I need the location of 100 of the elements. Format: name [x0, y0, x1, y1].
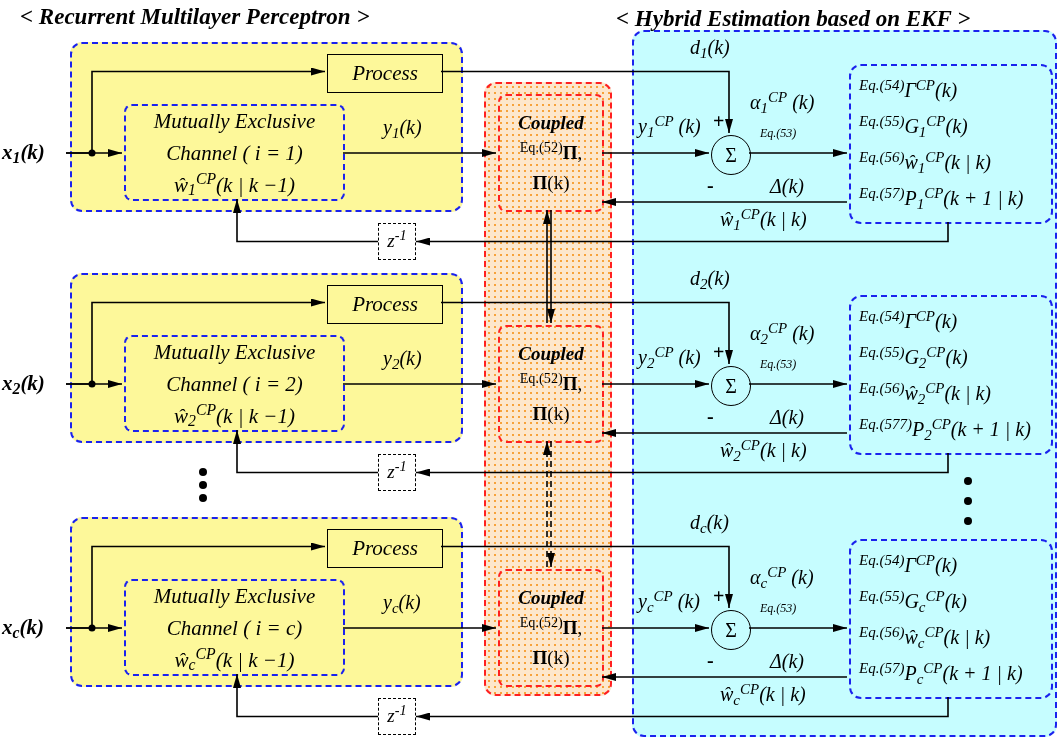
edge-label: y$_{1}$$^{CP}$ (k): [638, 116, 701, 136]
process-box: [327, 529, 443, 568]
arrow: [543, 209, 555, 324]
coupling-formula: Π(k): [532, 646, 570, 670]
channel-box: [124, 335, 345, 432]
ekf-equations-box: [849, 539, 1053, 699]
delay-box: [378, 698, 416, 735]
delay-label: z$^{-1}$: [387, 702, 407, 729]
arrow: [748, 624, 848, 632]
edge-label: d$_{2}$(k): [690, 268, 730, 288]
minus-sign: -: [707, 175, 714, 195]
weight-estimate: ŵ$_{c}$$^{CP}$(k | k −1): [174, 643, 295, 676]
plus-sign: +: [713, 586, 725, 606]
arrow: [601, 429, 848, 437]
coupled-title: Coupled: [518, 111, 584, 135]
arrow: [601, 380, 710, 388]
arrow: [233, 198, 379, 243]
equation: $^{Eq.(54)}$Γ$^{CP}$(k): [859, 75, 959, 104]
equation: $^{Eq.(54)}$Γ$^{CP}$(k): [859, 306, 959, 335]
arrow: [342, 624, 497, 632]
coupling-box: [498, 325, 604, 443]
group-panel: [70, 273, 463, 443]
summing-junction: [711, 135, 751, 175]
plus-sign: +: [713, 111, 725, 131]
coupling-box: [498, 94, 604, 212]
arrow: [65, 542, 326, 629]
arrow: [601, 198, 848, 206]
arrow: [65, 67, 326, 154]
edge-label: Δ(k): [770, 651, 804, 671]
arrow: [440, 70, 733, 134]
arrow: [415, 221, 949, 246]
equation: $^{Eq.(54)}$Γ$^{CP}$(k): [859, 550, 959, 579]
arrow: [748, 149, 848, 157]
edge-label: Δ(k): [770, 407, 804, 427]
edge-label: α$_{1}$$^{CP}$ (k): [750, 92, 815, 112]
equation: $^{Eq.(56)}$ŵ$_{2}$$^{CP}$(k | k): [859, 378, 992, 409]
delay-label: z$^{-1}$: [387, 227, 407, 254]
minus-sign: -: [707, 650, 714, 670]
process-label: Process: [352, 534, 418, 562]
arrow: [415, 452, 949, 477]
arrow: [748, 380, 848, 388]
edge-label: y$_{2}$(k): [383, 348, 422, 368]
equation: $^{Eq.(57)}$P$_{1}$$^{CP}$(k + 1 | k): [859, 183, 1025, 214]
arrow: [233, 673, 379, 718]
delay-box: [378, 223, 416, 260]
arrow: [342, 149, 497, 157]
delay-label: z$^{-1}$: [387, 458, 407, 485]
edge-label: ŵ$_{1}$$^{CP}$(k | k): [720, 209, 807, 229]
equation: $^{Eq.(55)}$G$_{1}$$^{CP}$(k): [859, 111, 969, 142]
process-label: Process: [352, 290, 418, 318]
coupling-formula: $^{Eq.(52)}$Π,: [519, 613, 583, 640]
section-heading: < Recurrent Multilayer Perceptron >: [20, 3, 370, 31]
arrow: [342, 380, 497, 388]
arrow: [65, 298, 326, 385]
edge-label: ŵ$_{c}$$^{CP}$(k | k): [720, 684, 806, 704]
panel-heading: < Hybrid Estimation based on EKF >: [616, 5, 971, 33]
coupling-formula: Π(k): [532, 171, 570, 195]
edge-label: y$_{1}$(k): [383, 117, 422, 137]
summing-junction: [711, 610, 751, 650]
coupling-formula: $^{Eq.(52)}$Π,: [519, 369, 583, 396]
channel-title: Mutually Exclusive Channel ( i = 2): [152, 338, 317, 398]
plus-sign: +: [713, 342, 725, 362]
edge-label: d$_{c}$(k): [690, 512, 729, 532]
edge-label: y$_{c}$$^{CP}$ (k): [638, 591, 700, 611]
edge-label: y$_{c}$(k): [383, 592, 421, 612]
arrow: [440, 545, 733, 609]
channel-title: Mutually Exclusive Channel ( i = 1): [152, 107, 317, 167]
arrow: [601, 149, 710, 157]
ekf-equations-box: [849, 64, 1053, 224]
arrow: [601, 673, 848, 681]
group-panel: [70, 42, 463, 212]
equation: $^{Eq.(55)}$G$_{c}$$^{CP}$(k): [859, 586, 968, 617]
edge-label: y$_{2}$$^{CP}$ (k): [638, 347, 701, 367]
arrow: [601, 624, 710, 632]
weight-estimate: ŵ$_{2}$$^{CP}$(k | k −1): [174, 399, 295, 432]
equation: $^{Eq.(56)}$ŵ$_{1}$$^{CP}$(k | k): [859, 147, 992, 178]
arrow: [440, 301, 733, 365]
input-label: x$_{1}$(k): [2, 139, 45, 169]
edge-label: α$_{2}$$^{CP}$ (k): [750, 323, 815, 343]
process-box: [327, 54, 443, 93]
input-label: x$_{2}$(k): [2, 370, 45, 400]
equation: $^{Eq.(56)}$ŵ$_{c}$$^{CP}$(k | k): [859, 622, 992, 653]
edge-label: α$_{c}$$^{CP}$ (k): [750, 567, 814, 587]
minus-sign: -: [707, 406, 714, 426]
channel-box: [124, 579, 345, 676]
edge-label: Δ(k): [770, 176, 804, 196]
sigma-symbol: Σ: [725, 374, 737, 399]
edge-label: ŵ$_{2}$$^{CP}$(k | k): [720, 440, 807, 460]
process-label: Process: [352, 59, 418, 87]
coupled-title: Coupled: [518, 586, 584, 610]
arrow: [415, 696, 949, 721]
input-label: x$_{c}$(k): [2, 614, 44, 644]
equation: $^{Eq.(57)}$P$_{c}$$^{CP}$(k + 1 | k): [859, 658, 1024, 689]
equation: $^{Eq.(577)}$P$_{2}$$^{CP}$(k + 1 | k): [859, 414, 1032, 445]
delay-box: [378, 454, 416, 491]
equation: $^{Eq.(55)}$G$_{2}$$^{CP}$(k): [859, 342, 969, 373]
coupling-box: [498, 569, 604, 687]
edge-label: d$_{1}$(k): [690, 37, 730, 57]
coupling-formula: $^{Eq.(52)}$Π,: [519, 138, 583, 165]
summing-junction: [711, 366, 751, 406]
